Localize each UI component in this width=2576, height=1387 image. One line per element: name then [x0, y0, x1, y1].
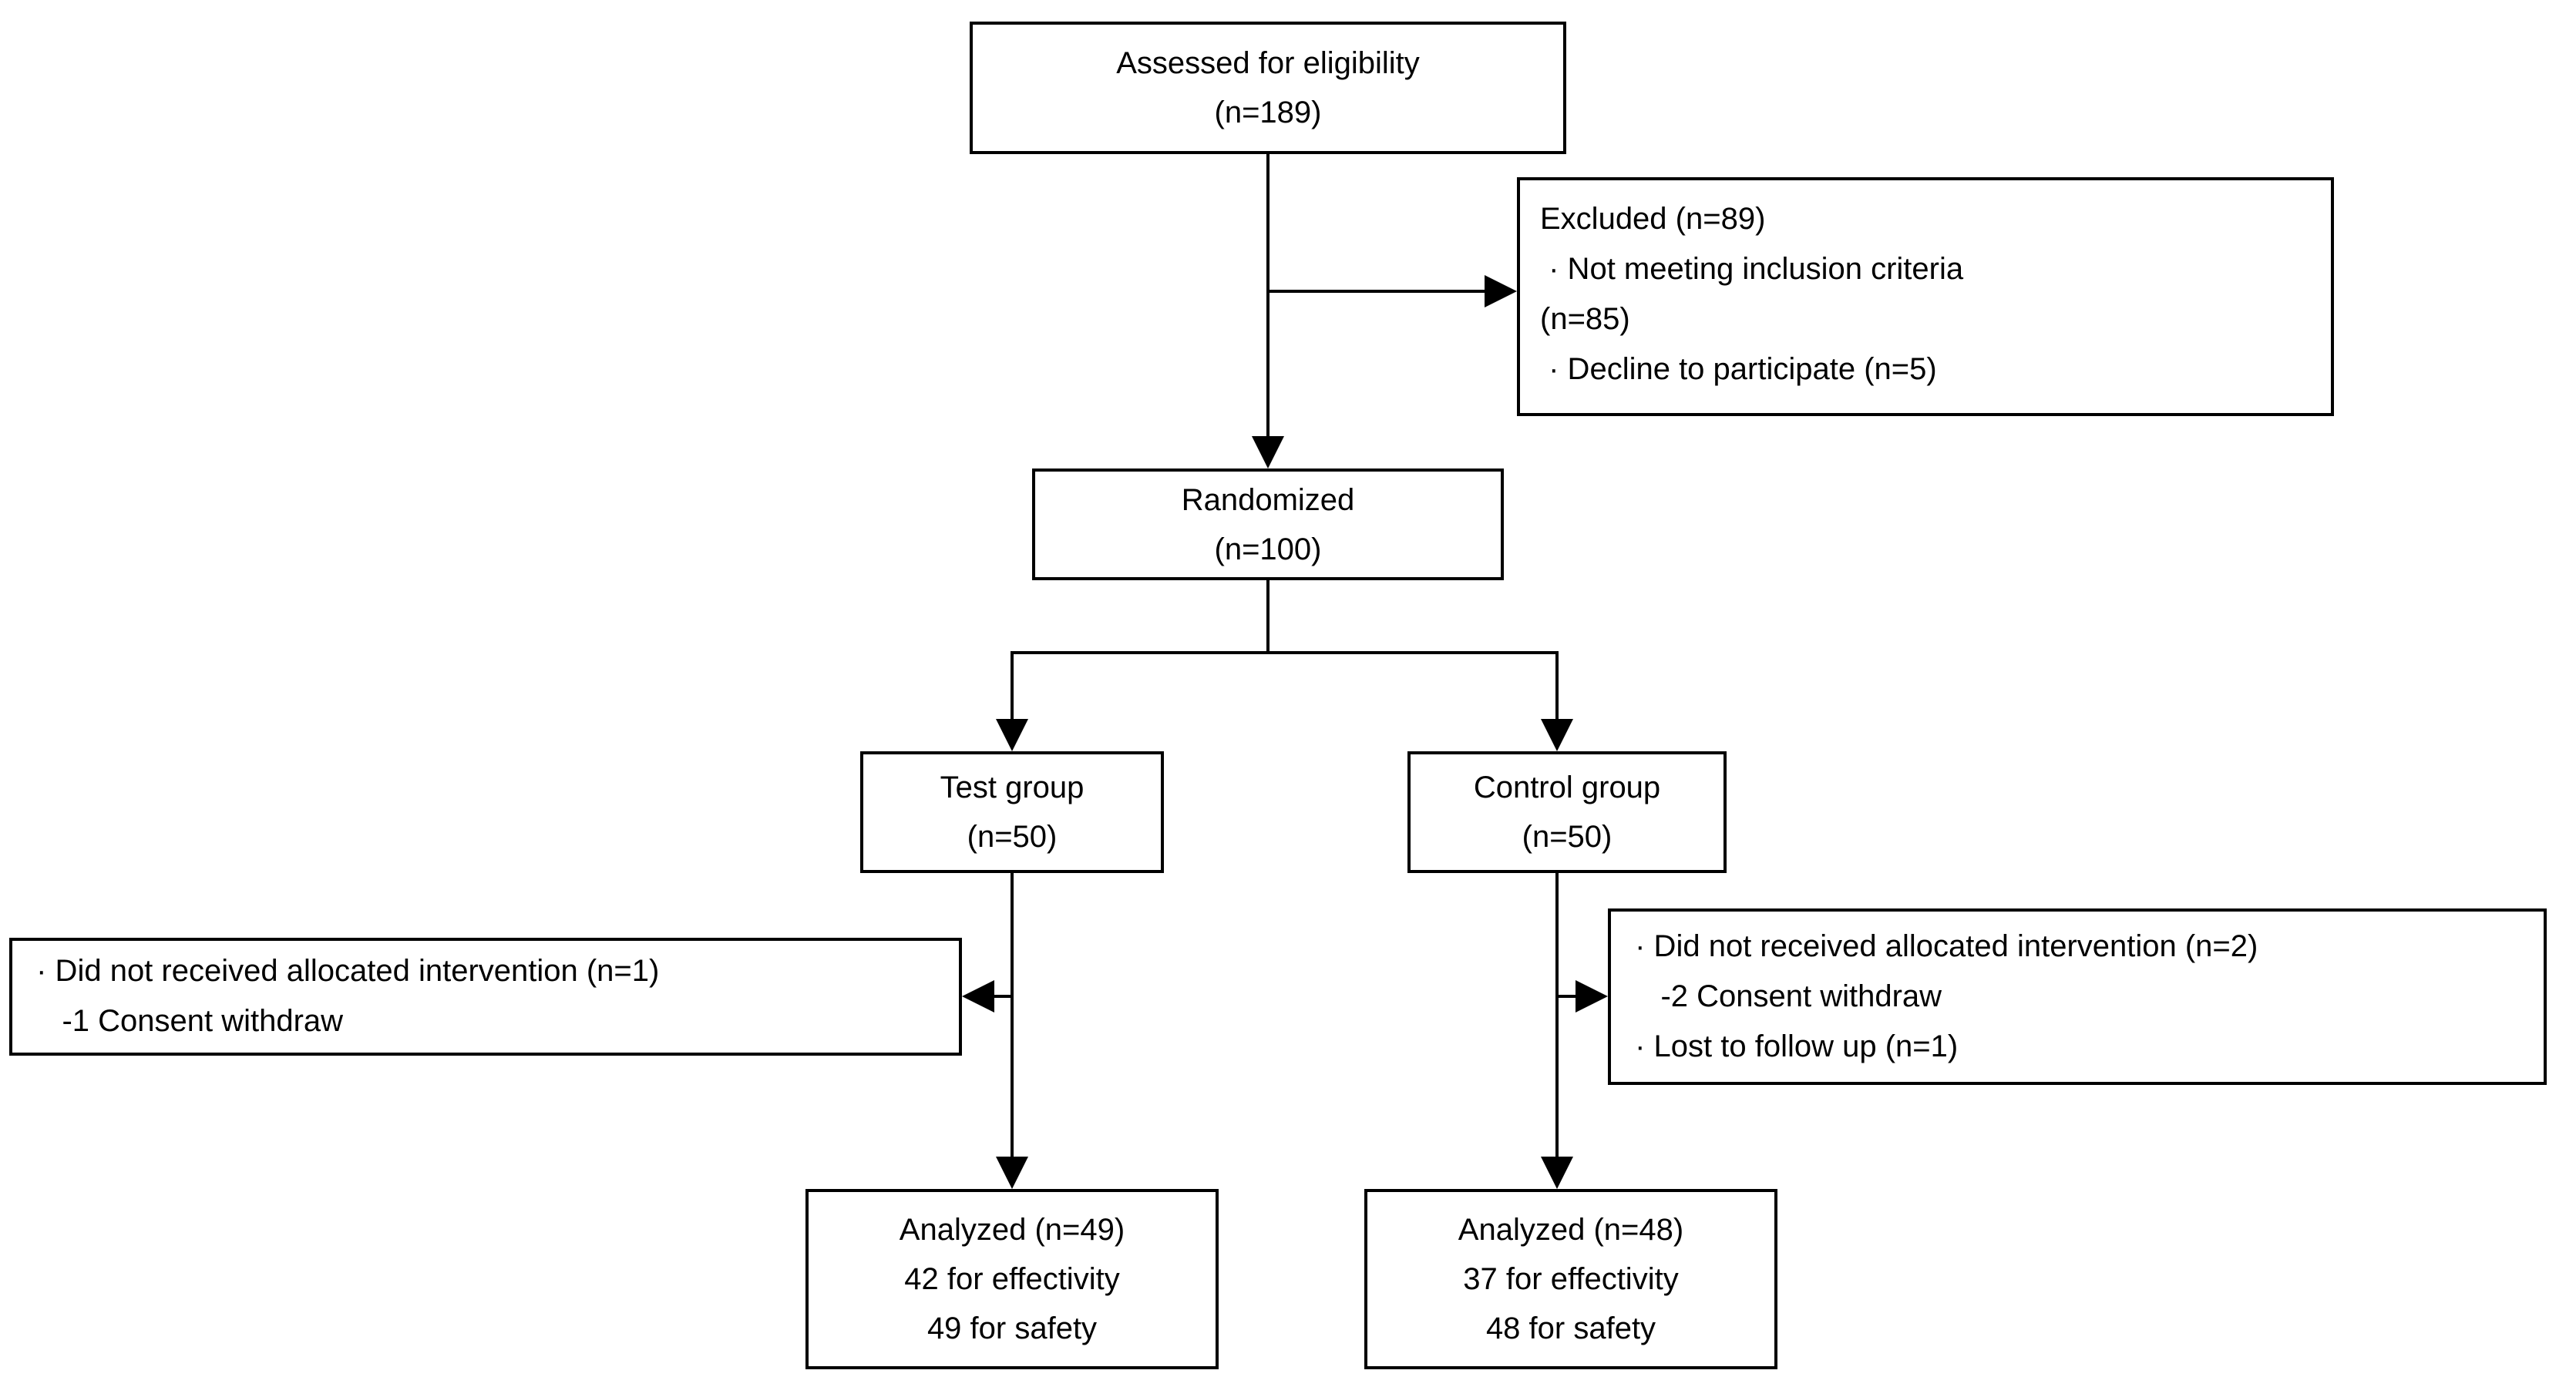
box-assessed-eligibility: Assessed for eligibility (n=189) — [970, 22, 1566, 154]
box-line: Test group — [940, 771, 1085, 804]
box-line: (n=189) — [1214, 96, 1322, 129]
box-line: Assessed for eligibility — [1116, 46, 1420, 80]
box-line: Randomized — [1181, 482, 1355, 517]
box-test-exclusions: · Did not received allocated interventio… — [9, 938, 962, 1056]
box-analyzed-control: Analyzed (n=48) 37 for effectivity 48 fo… — [1364, 1189, 1777, 1369]
box-line: · Did not received allocated interventio… — [1626, 929, 2258, 963]
box-line: (n=50) — [967, 820, 1058, 854]
box-line: 42 for effectivity — [904, 1262, 1120, 1296]
box-test-group: Test group (n=50) — [860, 751, 1164, 873]
box-control-exclusions: · Did not received allocated interventio… — [1608, 908, 2547, 1085]
box-line: · Did not received allocated interventio… — [28, 954, 660, 988]
box-excluded: Excluded (n=89) · Not meeting inclusion … — [1517, 177, 2334, 416]
box-line: (n=100) — [1214, 532, 1322, 566]
box-line: Analyzed (n=49) — [899, 1213, 1125, 1247]
box-line: (n=85) — [1540, 302, 1630, 336]
box-line: -1 Consent withdraw — [28, 1004, 344, 1038]
box-line: · Lost to follow up (n=1) — [1626, 1029, 1959, 1063]
box-control-group: Control group (n=50) — [1407, 751, 1727, 873]
box-analyzed-test: Analyzed (n=49) 42 for effectivity 49 fo… — [805, 1189, 1219, 1369]
box-line: · Decline to participate (n=5) — [1540, 352, 1937, 386]
arrow-test-to-analyzed — [996, 873, 1028, 1189]
arrow-split-to-test-group — [996, 651, 1028, 751]
box-line: -2 Consent withdraw — [1626, 979, 1942, 1013]
arrow-assessed-to-randomized — [1252, 154, 1284, 468]
box-line: Excluded (n=89) — [1540, 202, 1766, 236]
arrow-control-to-analyzed — [1541, 873, 1573, 1189]
arrow-assessed-to-excluded — [1268, 275, 1517, 307]
box-line: 49 for safety — [926, 1311, 1098, 1345]
arrow-randomized-split — [1011, 580, 1559, 654]
arrow-control-to-exclusions — [1557, 980, 1608, 1013]
box-line: 48 for safety — [1485, 1311, 1656, 1345]
box-line: (n=50) — [1522, 820, 1613, 854]
arrow-split-to-control-group — [1541, 651, 1573, 751]
box-randomized: Randomized (n=100) — [1032, 468, 1504, 580]
box-line: Analyzed (n=48) — [1458, 1213, 1684, 1247]
box-line: · Not meeting inclusion criteria — [1540, 252, 1964, 286]
box-line: Control group — [1473, 771, 1661, 804]
box-line: 37 for effectivity — [1463, 1262, 1679, 1296]
arrow-test-to-exclusions — [962, 980, 1012, 1013]
